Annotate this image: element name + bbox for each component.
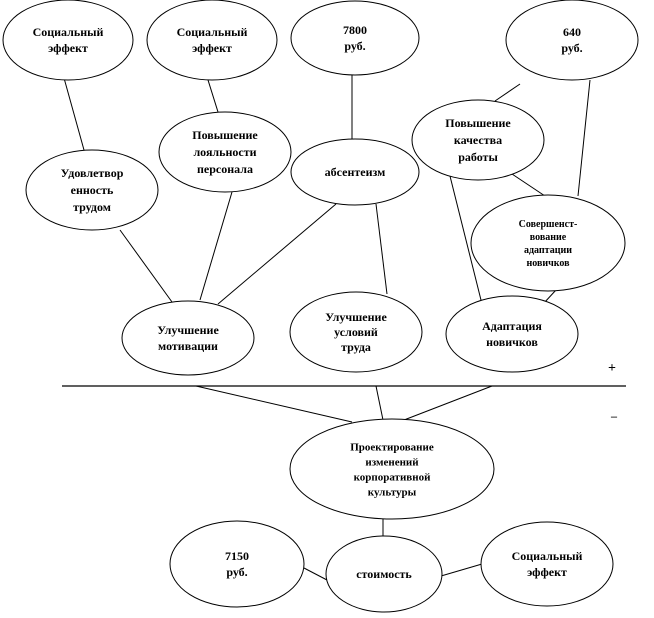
node-soc2: Социальный эффект [146, 0, 278, 81]
node-quality: Повышение качества работы [411, 99, 545, 181]
node-improve-adapt: Совершенст-вование адаптации новичков [470, 194, 626, 292]
node-ellipse [325, 535, 443, 613]
node-ellipse [470, 194, 626, 292]
edge-quality-adaptation [449, 175, 483, 305]
node-label-line: Адаптация [482, 319, 542, 333]
node-design: Проектирование изменений корпоративной куль… [289, 418, 495, 520]
edge-quality-improve_adapt [511, 173, 546, 197]
node-label-line: условий [334, 325, 378, 339]
node-ellipse [505, 0, 639, 81]
node-label-line: 7150 [225, 549, 249, 563]
node-label-line: 640 [563, 25, 581, 39]
node-ellipse [121, 300, 255, 376]
node-label-line: абсентеизм [325, 165, 386, 179]
node-cost: стоимость [325, 535, 443, 613]
plus-marker: + [608, 361, 616, 376]
node-label-line: труда [341, 340, 371, 354]
node-ellipse [290, 138, 420, 206]
minus-marker: – [610, 409, 618, 423]
node-label-line: качества [454, 133, 502, 147]
node-label-line: лояльности [193, 145, 256, 159]
node-label-line: культуры [368, 486, 417, 498]
node-satisfaction: Удовлетвор енность трудом [25, 149, 159, 231]
node-label-line: трудом [73, 200, 111, 214]
node-label-line: Повышение [445, 116, 511, 130]
connector-lines [63, 75, 591, 581]
node-label-line: Социальный [33, 25, 104, 39]
node-ellipse [480, 521, 614, 607]
node-label-line: Улучшение [157, 323, 219, 337]
node-ellipse [411, 99, 545, 181]
node-ellipse [25, 149, 159, 231]
node-label-line: Социальный [177, 25, 248, 39]
node-label-line: 7800 [343, 23, 367, 37]
node-label-line: стоимость [356, 567, 412, 581]
node-rub640: 640 руб. [505, 0, 639, 81]
node-label-line: эффект [527, 565, 567, 579]
edge-motivation-design [195, 385, 353, 423]
effect-nodes: СоциальныйэффектСоциальныйэффект7800руб.… [2, 0, 639, 613]
edge-soc1-satisfaction [63, 77, 85, 151]
node-label-line: енность [71, 183, 114, 197]
node-label-line: новичков [486, 335, 538, 349]
edge-rub640-improve_adapt [577, 79, 591, 197]
node-ellipse [2, 0, 134, 81]
node-label-line: руб. [226, 565, 247, 579]
node-label-line: изменений [365, 456, 419, 468]
node-label-line: Социальный [512, 549, 583, 563]
edge-conditions-design [375, 385, 384, 421]
edge-absent-conditions [375, 203, 388, 295]
node-ellipse [290, 0, 420, 76]
node-loyalty: Повышение лояльности персонала [158, 111, 292, 193]
node-soc1: Социальный эффект [2, 0, 134, 81]
node-label-line: персонала [197, 162, 253, 176]
edge-rub640-quality [494, 83, 521, 102]
node-label-line: новичков [526, 258, 570, 269]
node-label-line: Удовлетвор [61, 166, 124, 180]
node-rub7800: 7800 руб. [290, 0, 420, 76]
node-label-line: Проектирование [350, 441, 434, 453]
node-label-line: Повышение [192, 128, 258, 142]
node-label-line: эффект [192, 41, 232, 55]
edge-soc2-loyalty [207, 79, 219, 113]
edge-rub7150-cost [303, 567, 328, 581]
node-label-line: руб. [344, 39, 365, 53]
node-label-line: работы [458, 150, 498, 164]
node-label-line: корпоративной [354, 471, 432, 483]
edge-satisfaction-motivation [119, 229, 173, 303]
node-ellipse [289, 418, 495, 520]
edge-adaptation-design [403, 385, 493, 421]
node-soc3: Социальный эффект [480, 521, 614, 607]
node-label-line: мотивации [158, 339, 218, 353]
node-label-line: Совершенст- [519, 219, 578, 230]
node-motivation: Улучшение мотивации [121, 300, 255, 376]
node-ellipse [146, 0, 278, 81]
node-absent: абсентеизм [290, 138, 420, 206]
node-ellipse [289, 291, 423, 373]
edge-soc3-cost [440, 563, 483, 577]
node-rub7150: 7150 руб. [169, 520, 305, 608]
node-label-line: руб. [561, 41, 582, 55]
node-label-line: эффект [48, 41, 88, 55]
node-ellipse [445, 295, 579, 373]
node-label-line: вование [530, 232, 567, 243]
node-ellipse [158, 111, 292, 193]
node-ellipse [169, 520, 305, 608]
node-label-line: Улучшение [325, 310, 387, 324]
edge-absent-motivation [217, 203, 337, 305]
node-adaptation: Адаптация новичков [445, 295, 579, 373]
edge-loyalty-motivation [199, 191, 233, 301]
node-label-line: адаптации [524, 245, 572, 256]
